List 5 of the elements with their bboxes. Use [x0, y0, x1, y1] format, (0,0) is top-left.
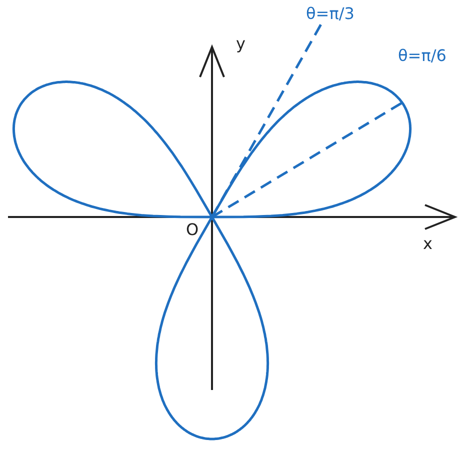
angle-label: θ=π/6	[398, 48, 446, 64]
axis-label: x	[423, 236, 432, 252]
origin-label: O	[186, 222, 199, 238]
angle-label: θ=π/3	[306, 6, 354, 22]
axis-label: y	[236, 36, 246, 52]
